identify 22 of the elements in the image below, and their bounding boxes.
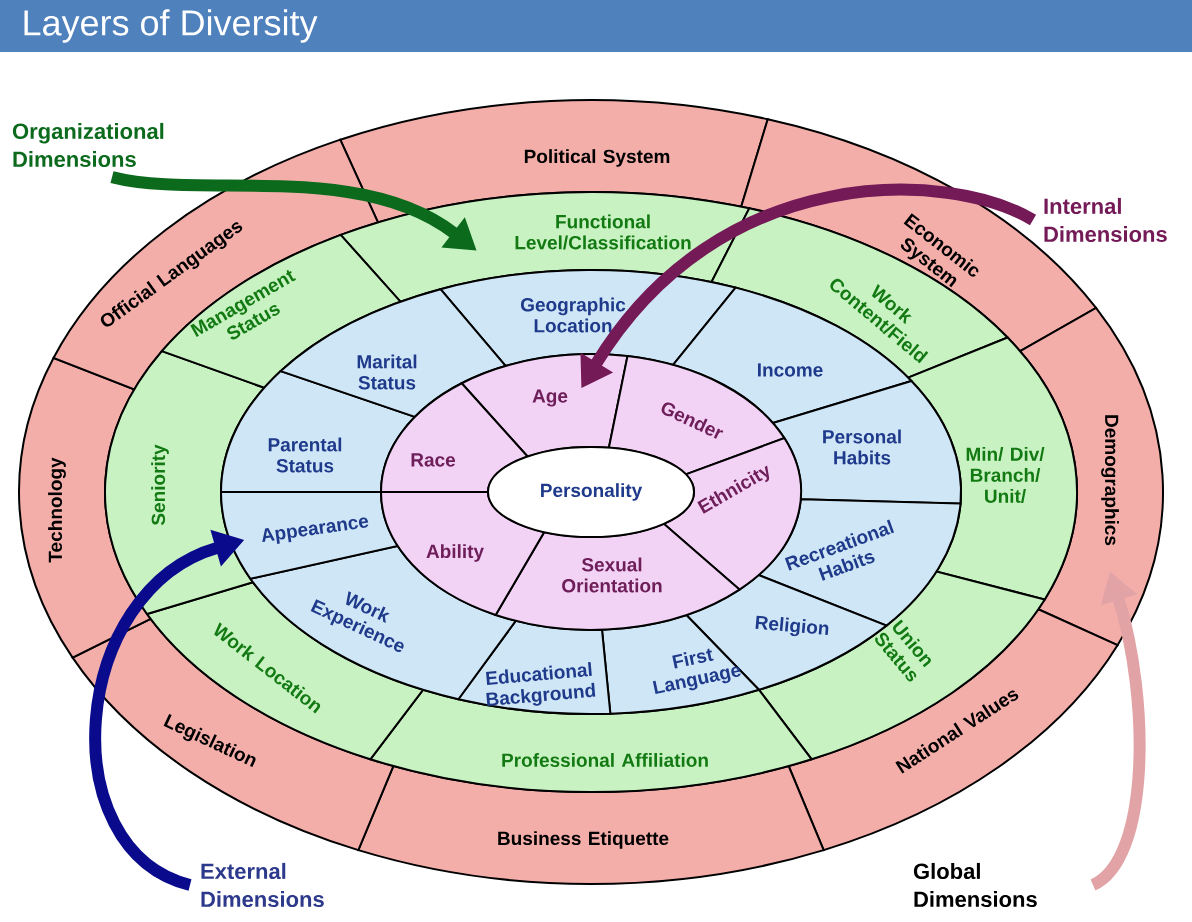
- node-text: Professional Affiliation: [502, 753, 708, 767]
- ring-segment: Marital Status: [279, 288, 507, 418]
- title-bar: Layers of Diversity: [0, 0, 1192, 52]
- node-text: Age: [532, 389, 568, 407]
- node-text: Min/ Div/ Branch/ Unit/: [966, 446, 1045, 504]
- node-text: Parental Status: [268, 437, 342, 473]
- node-text: Political System: [524, 149, 670, 167]
- node-text: Sexual Orientation: [562, 557, 662, 593]
- ring-segment: Appearance: [220, 491, 399, 580]
- ring-segment: Sexual Orientation: [494, 522, 741, 631]
- dimension-label: External Dimensions: [201, 862, 324, 908]
- node-text: Functional Level/Classification: [515, 214, 691, 250]
- node-text: Ability: [426, 544, 484, 562]
- node-text: Race: [411, 453, 456, 467]
- node-text: Technology: [48, 457, 66, 563]
- ring-segment: Personal Habits: [771, 380, 962, 505]
- node-text: Seniority: [151, 444, 169, 526]
- node-text: Business Etiquette: [498, 831, 669, 849]
- ring-segment: Technology: [18, 356, 152, 659]
- node-text: Demographics: [1101, 415, 1119, 546]
- node-text: Personal Habits: [823, 429, 901, 465]
- dimension-label: Global Dimensions: [913, 862, 1037, 908]
